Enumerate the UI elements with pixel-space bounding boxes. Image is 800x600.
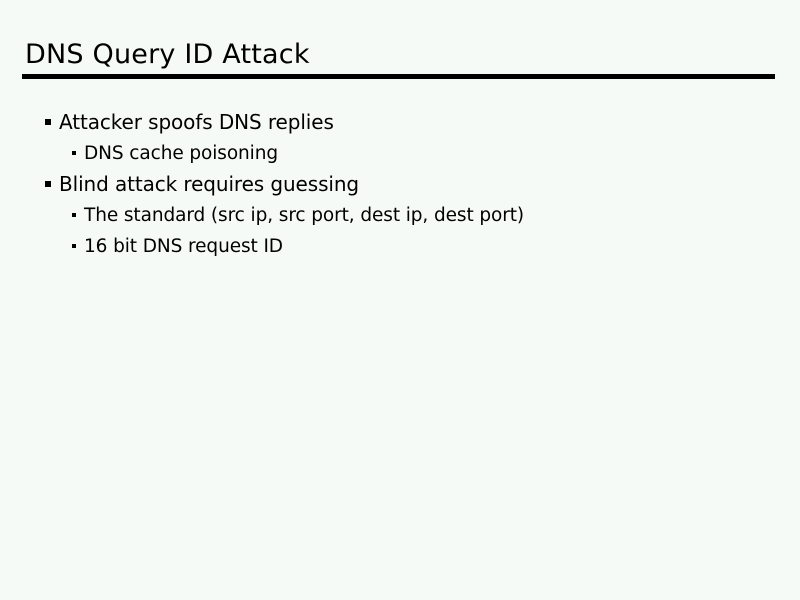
list-item: Attacker spoofs DNS replies [0,110,800,141]
square-bullet-icon [45,119,51,125]
bullet-text: Blind attack requires guessing [59,172,360,196]
bullet-text: 16 bit DNS request ID [84,236,283,257]
square-bullet-icon [72,151,76,155]
square-bullet-icon [45,181,51,187]
page-title: DNS Query ID Attack [25,39,310,70]
title-underline-rule [22,74,775,79]
bullet-text: Attacker spoofs DNS replies [59,110,334,134]
bullet-text: DNS cache poisoning [84,143,278,164]
square-bullet-icon [72,244,76,248]
list-item: The standard (src ip, src port, dest ip,… [0,203,800,234]
slide-bullet-list: Attacker spoofs DNS replies DNS cache po… [0,110,800,265]
list-item: Blind attack requires guessing [0,172,800,203]
square-bullet-icon [72,213,76,217]
list-item: 16 bit DNS request ID [0,234,800,265]
bullet-text: The standard (src ip, src port, dest ip,… [84,205,525,226]
list-item: DNS cache poisoning [0,141,800,172]
